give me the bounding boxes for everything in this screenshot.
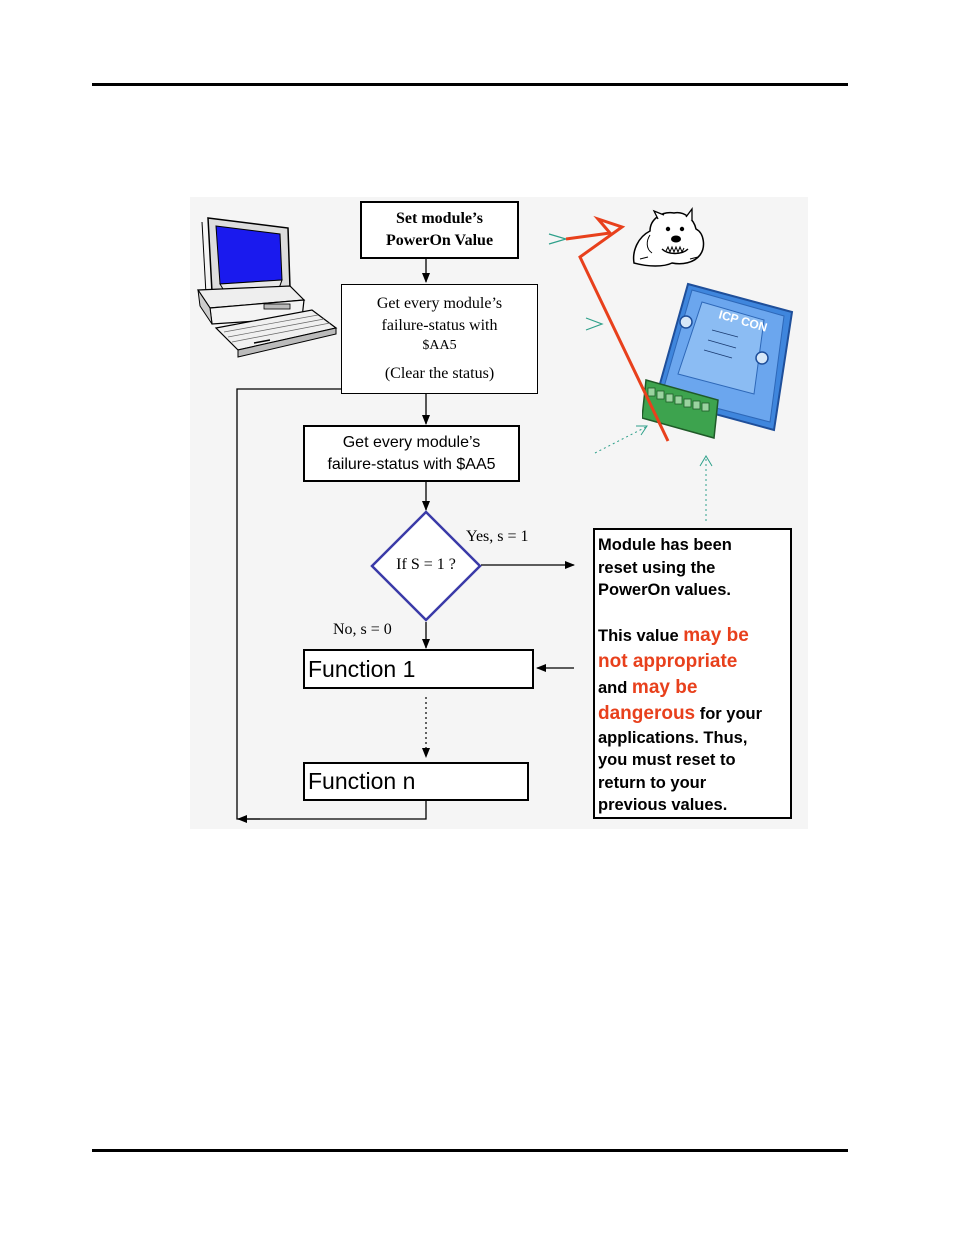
note-line1: Module has been	[598, 536, 732, 554]
lightning-icon	[565, 215, 670, 442]
note-previous: previous values.	[598, 796, 728, 814]
get-status-box: Get every module’s failure-status with $…	[303, 425, 520, 482]
set-poweron-box: Set module’s PowerOn Value	[360, 201, 519, 259]
io-module-icon: ICP CON	[642, 282, 794, 439]
decision-label: If S = 1 ?	[396, 556, 456, 573]
bulldog-icon	[632, 207, 705, 267]
set-box-line1: Set module’s	[396, 210, 483, 227]
computer-icon	[196, 217, 338, 358]
green-chevron-2	[585, 317, 604, 331]
warning-note-box: Module has been reset using the PowerOn …	[593, 528, 792, 819]
function-1-label: Function 1	[308, 656, 416, 682]
function-n-label: Function n	[308, 768, 416, 794]
get-status-clear-box: Get every module’s failure-status with $…	[341, 284, 538, 394]
function-n-box: Function n	[303, 762, 529, 801]
header-rule	[92, 83, 848, 86]
note-must-reset: you must reset to	[598, 751, 736, 769]
note-line3: PowerOn values.	[598, 581, 731, 599]
note-and: and	[598, 678, 632, 697]
get2-line2: failure-status with $AA5	[327, 455, 496, 473]
decision-diamond	[370, 510, 482, 622]
get1-line1: Get every module’s	[376, 295, 503, 312]
get1-line3: $AA5	[422, 338, 457, 353]
get1-line4: (Clear the status)	[384, 365, 495, 382]
set-box-line2: PowerOn Value	[385, 232, 494, 249]
get2-line1: Get every module’s	[342, 433, 481, 451]
note-for-your: for your	[695, 704, 763, 723]
yes-branch-label: Yes, s = 1	[466, 528, 529, 545]
note-this-value: This value	[598, 626, 684, 645]
function-1-box: Function 1	[303, 649, 534, 689]
note-line2: reset using the	[598, 558, 716, 577]
note-applications: applications. Thus,	[598, 728, 748, 747]
note-may-be-2: may be	[631, 676, 698, 698]
note-may-be-1: may be	[683, 624, 749, 646]
no-branch-label: No, s = 0	[333, 621, 392, 638]
note-not-appropriate: not appropriate	[598, 650, 738, 672]
note-return: return to your	[598, 773, 707, 792]
get1-line2: failure-status with	[381, 317, 498, 334]
note-dangerous: dangerous	[598, 702, 696, 724]
footer-rule	[92, 1149, 848, 1152]
